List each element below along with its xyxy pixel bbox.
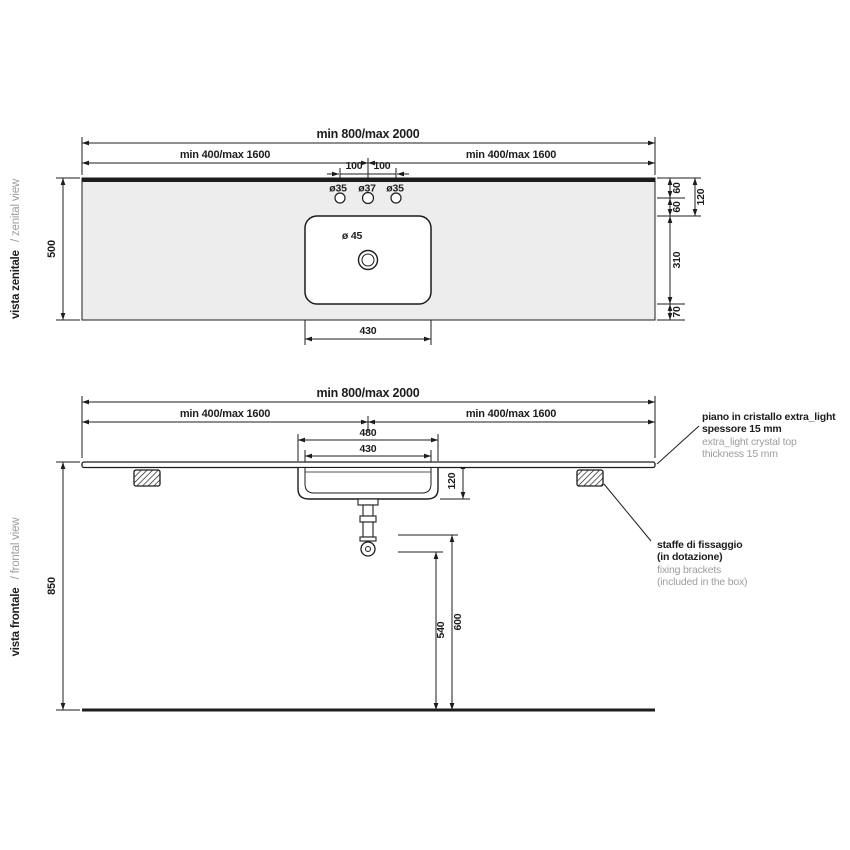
top-dim-left: min 400/max 1600: [180, 149, 270, 161]
front-dim-basin-inner: 430: [360, 443, 377, 455]
front-dim-total: min 800/max 2000: [316, 386, 419, 400]
top-dim-basin-width: 430: [360, 325, 377, 337]
drain-nut: [359, 515, 377, 523]
tap-hole-left: [334, 192, 346, 204]
fixing-bracket-right: [576, 469, 604, 487]
note-crystal-top-it-1: piano in cristallo extra_light: [702, 411, 836, 423]
front-dim-basin-height: 120: [446, 472, 458, 489]
drain-tailpipe-upper: [362, 504, 374, 517]
top-dim-depth: 500: [46, 240, 58, 258]
note-brackets-en-1: fixing brackets: [657, 564, 721, 576]
drain-tailpipe-lower: [362, 521, 374, 538]
note-crystal-top-en-2: thickness 15 mm: [702, 448, 778, 460]
front-dim-drain-low: 540: [435, 621, 447, 638]
basin-plan: [304, 215, 432, 305]
top-view-side-label-en: / zenital view: [10, 178, 22, 242]
front-view-dimension-lines: [60, 399, 655, 710]
leader-crystal-top: [656, 425, 700, 465]
front-view-side-label-en: / frontal view: [10, 517, 22, 580]
basin-profile-outer: [297, 468, 439, 500]
crystal-top-slab: [81, 461, 656, 469]
note-crystal-top: piano in cristallo extra_light spessore …: [702, 411, 836, 460]
top-view-side-label-it: vista zenitale: [10, 250, 22, 319]
top-dim-holes-to-basin: 60: [671, 201, 683, 213]
top-dim-edge-to-holes: 60: [671, 182, 683, 194]
hole-label-left: ø35: [329, 183, 347, 195]
top-dim-basin-depth: 310: [671, 251, 683, 268]
note-brackets-it-2: (in dotazione): [657, 551, 722, 563]
tap-holes: [334, 191, 402, 205]
front-view-side-label: vista frontale / frontal view: [6, 517, 23, 657]
top-view: min 800/max 2000 min 400/max 1600 min 40…: [6, 127, 707, 345]
front-view: min 800/max 2000 min 400/max 1600 min 40…: [6, 386, 836, 712]
front-dim-left: min 400/max 1600: [180, 408, 270, 420]
front-dim-total-height: 850: [46, 577, 58, 595]
top-dim-total: min 800/max 2000: [316, 127, 419, 141]
drain-hole-outer: [357, 249, 379, 271]
top-dim-basin-to-front: 70: [671, 306, 683, 318]
tap-hole-right: [390, 192, 402, 204]
note-crystal-top-en-1: extra_light crystal top: [702, 436, 797, 448]
top-dim-edge-to-basin: 120: [695, 188, 707, 205]
basin-profile-inner: [304, 468, 432, 494]
drain-hole-inner: [361, 253, 375, 267]
fixing-bracket-left: [133, 469, 161, 487]
top-dim-right: min 400/max 1600: [466, 149, 556, 161]
drain-label: ø 45: [342, 230, 363, 242]
note-brackets-en-2: (included in the box): [657, 576, 747, 588]
drain-trap: [357, 498, 379, 557]
drain-flange: [357, 498, 379, 506]
front-dim-basin-outer: 480: [360, 427, 377, 439]
front-view-side-label-it: vista frontale: [10, 588, 22, 657]
tap-hole-center: [361, 191, 375, 205]
top-view-dimension-lines: [60, 140, 698, 342]
hole-label-right: ø35: [386, 183, 404, 195]
front-dim-right: min 400/max 1600: [466, 408, 556, 420]
leader-brackets: [603, 483, 652, 542]
note-crystal-top-it-2: spessore 15 mm: [702, 423, 782, 435]
note-brackets: staffe di fissaggio (in dotazione) fixin…: [657, 539, 748, 588]
front-dim-drain-high: 600: [452, 613, 464, 630]
top-view-side-label: vista zenitale / zenital view: [6, 178, 23, 319]
trap-cap: [365, 546, 371, 552]
top-dim-tap-left: 100: [346, 160, 363, 172]
front-view-extension-lines: [56, 396, 656, 711]
note-brackets-it-1: staffe di fissaggio: [657, 539, 742, 551]
hole-label-center: ø37: [358, 183, 376, 195]
drain-lower-flange: [359, 536, 377, 542]
top-dim-tap-right: 100: [374, 160, 391, 172]
